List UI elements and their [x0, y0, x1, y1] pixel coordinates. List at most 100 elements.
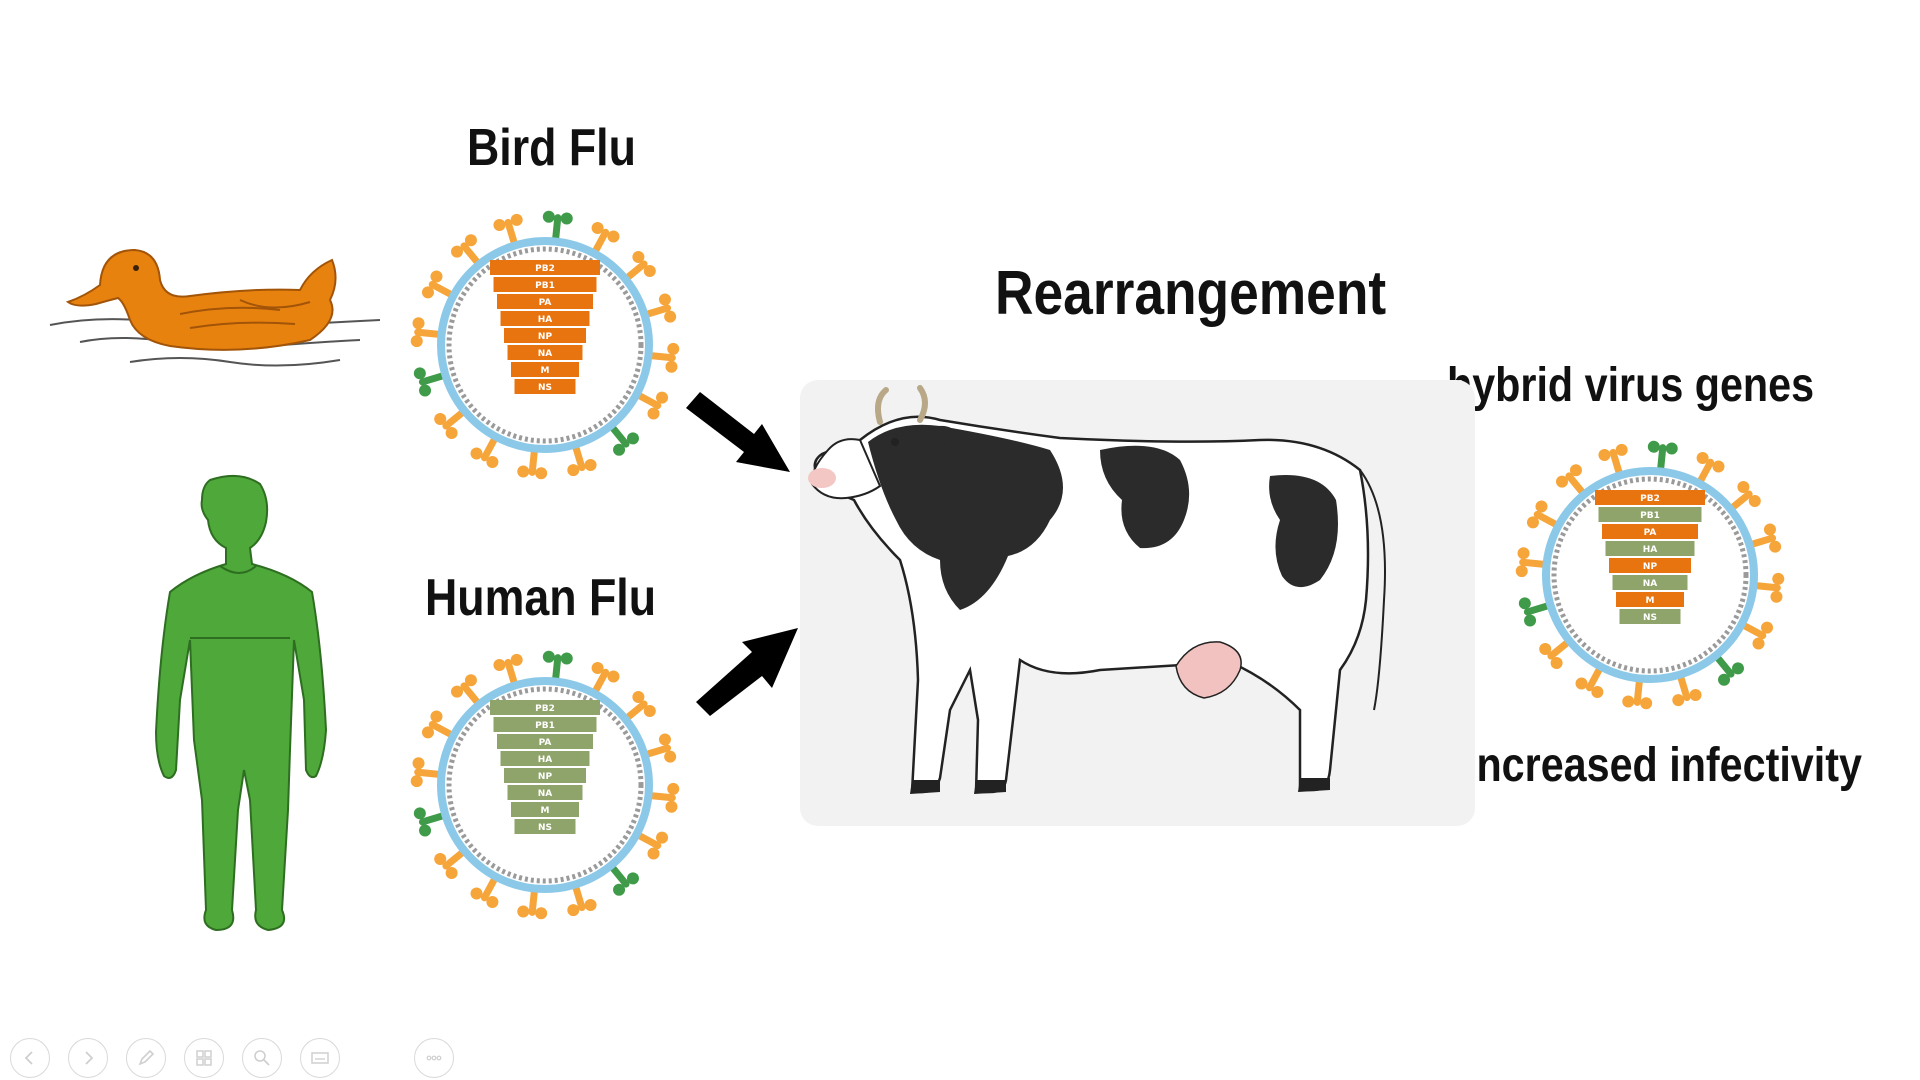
- virus-spike-tip: [421, 726, 434, 739]
- gene-segment: [1598, 507, 1702, 522]
- virus-spike-tip: [412, 757, 425, 770]
- virus-spike-tip: [464, 674, 477, 687]
- gene-segment: [514, 379, 576, 394]
- virus-spike-tip: [1569, 464, 1582, 477]
- gene-segment: [490, 260, 600, 275]
- virus-spike-tip: [1763, 523, 1776, 536]
- virus-spike-tip: [445, 426, 458, 439]
- increased-infectivity-title: Increased infectivity: [1465, 739, 1862, 792]
- virus-spike-tip: [1535, 500, 1548, 513]
- virus-spike-tip: [430, 710, 443, 723]
- gene-segment-label: NA: [1643, 579, 1658, 589]
- virus-spike-tip: [1640, 697, 1653, 710]
- virus-membrane: [446, 686, 644, 884]
- gene-segment: [493, 717, 597, 732]
- next-slide-button[interactable]: [68, 1038, 108, 1078]
- virus-spike-tip: [665, 360, 678, 373]
- virus-spike-tip: [1575, 677, 1588, 690]
- virus-spike-tip: [664, 310, 677, 323]
- gene-segment-label: M: [1646, 596, 1655, 606]
- virus-spike-tip: [1550, 656, 1563, 669]
- bird-flu-title: Bird Flu: [467, 119, 636, 177]
- gene-segment-label: PB2: [535, 264, 555, 274]
- virus-spike-tip: [1696, 451, 1709, 464]
- hybrid-virus-title: hybrid virus genes: [1447, 359, 1815, 412]
- virus-spike-tip: [419, 384, 432, 397]
- virus-spike-tip: [560, 652, 573, 665]
- virus-spike-tip: [486, 896, 499, 909]
- virus-spike-tip: [517, 905, 530, 918]
- virus-spike-tip: [1737, 481, 1750, 494]
- human-flu-title: Human Flu: [425, 569, 657, 627]
- virus-spike-tip: [493, 219, 506, 232]
- pen-icon: [138, 1049, 155, 1066]
- cow-illustration: [808, 385, 1386, 794]
- slides-grid-icon: [196, 1050, 212, 1066]
- virus-spike-tip: [1556, 475, 1569, 488]
- virus-spike-tip: [470, 447, 483, 460]
- gene-segment-label: PA: [1644, 528, 1657, 538]
- gene-segment: [507, 785, 583, 800]
- virus-spike-tip: [412, 317, 425, 330]
- magnifier-icon: [254, 1050, 270, 1066]
- virus-membrane: [446, 246, 644, 444]
- previous-slide-button[interactable]: [10, 1038, 50, 1078]
- virus-spike-tip: [1752, 637, 1765, 650]
- zoom-button[interactable]: [242, 1038, 282, 1078]
- virus-spike-tip: [413, 367, 426, 380]
- gene-segment-label: PB2: [535, 704, 555, 714]
- virus-spike-tip: [434, 853, 447, 866]
- virus-spike-tip: [1615, 443, 1628, 456]
- gene-segment-label: M: [541, 366, 550, 376]
- virus-spike-tip: [1539, 643, 1552, 656]
- gene-segment: [497, 734, 593, 749]
- virus-spike-tip: [560, 212, 573, 225]
- gene-segment-label: PB2: [1640, 494, 1660, 504]
- virus-spike-tip: [643, 264, 656, 277]
- virus-spike-tip: [510, 653, 523, 666]
- more-options-button[interactable]: [414, 1038, 454, 1078]
- gene-segment: [504, 768, 586, 783]
- gene-segment: [490, 700, 600, 715]
- virus-spike-tip: [647, 407, 660, 420]
- virus-spike-tip: [1712, 460, 1725, 473]
- virus-spike-tip: [667, 342, 680, 355]
- gene-segment: [1612, 575, 1688, 590]
- gene-segment-label: PB1: [1640, 511, 1660, 521]
- virus-spike-tip: [1665, 442, 1678, 455]
- virus-spike-tip: [517, 465, 530, 478]
- virus-spike-tip: [567, 464, 580, 477]
- gene-segment-label: M: [541, 806, 550, 816]
- virus-spike-tip: [591, 661, 604, 674]
- virus-spike-tip: [1769, 540, 1782, 553]
- gene-segment: [500, 311, 590, 326]
- gene-segment: [493, 277, 597, 292]
- virus-spike-tip: [1598, 449, 1611, 462]
- virus-spike-tip: [486, 456, 499, 469]
- virus-spike-tip: [665, 800, 678, 813]
- virus-spike-tip: [1770, 590, 1783, 603]
- gene-segment-label: NS: [538, 823, 552, 833]
- virus-spike-tip: [1772, 572, 1785, 585]
- virus-spike-tip: [410, 775, 423, 788]
- subtitles-icon: [311, 1052, 329, 1064]
- chevron-right-icon: [85, 1051, 94, 1065]
- gene-segment: [504, 328, 586, 343]
- chevron-left-icon: [24, 1051, 33, 1065]
- virus-spike-tip: [1524, 614, 1537, 627]
- gene-segment-label: PB1: [535, 721, 555, 731]
- arrow-right-down-icon: [686, 392, 790, 472]
- rearrangement-title: Rearrangement: [995, 259, 1387, 328]
- pen-button[interactable]: [126, 1038, 166, 1078]
- virus-spike-tip: [1761, 621, 1774, 634]
- slideshow-toolbar: [10, 1036, 472, 1080]
- gene-segment-label: HA: [538, 315, 553, 325]
- virus-spike-tip: [470, 887, 483, 900]
- virus-spike-tip: [591, 221, 604, 234]
- subtitles-button[interactable]: [300, 1038, 340, 1078]
- gene-segment-label: PA: [539, 298, 552, 308]
- all-slides-button[interactable]: [184, 1038, 224, 1078]
- gene-segment-label: NS: [1643, 613, 1657, 623]
- gene-segment: [1605, 541, 1695, 556]
